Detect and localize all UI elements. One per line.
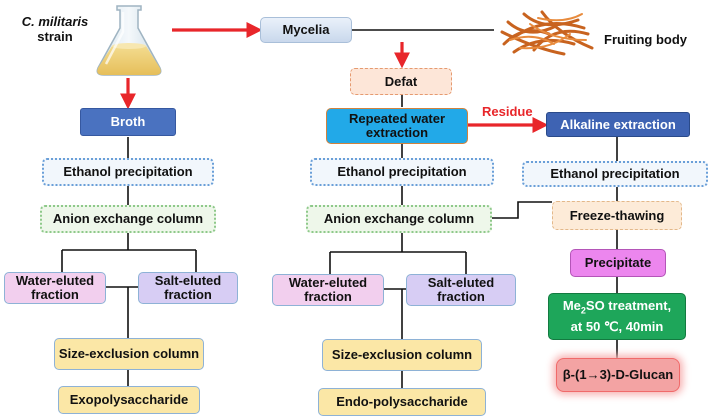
residue-label: Residue	[482, 104, 533, 119]
left-anion-box: Anion exchange column	[40, 205, 216, 233]
fruiting-body-label: Fruiting body	[604, 32, 688, 47]
left-salt-eluted-box: Salt-eluted fraction	[138, 272, 238, 304]
alkaline-box: Alkaline extraction	[546, 112, 690, 137]
strain-label: C. militaris strain	[20, 14, 90, 44]
middle-anion-box: Anion exchange column	[306, 205, 492, 233]
strain-species: C. militaris	[21, 14, 89, 29]
me2so-suffix: SO treatment,	[585, 298, 672, 314]
left-size-exclusion-box: Size-exclusion column	[54, 338, 204, 370]
middle-size-exclusion-box: Size-exclusion column	[322, 339, 482, 371]
precipitate-box: Precipitate	[570, 249, 666, 277]
endo-polysaccharide-box: Endo-polysaccharide	[318, 388, 486, 416]
me2so-sub: 2	[580, 305, 586, 316]
water-extraction-box: Repeated water extraction	[326, 108, 468, 144]
me2so-prefix: Me	[562, 298, 581, 314]
left-ethanol-box: Ethanol precipitation	[42, 158, 214, 186]
me2so-line2: at 50 ℃, 40min	[570, 318, 664, 334]
me2so-box: Me2SO treatment, at 50 ℃, 40min	[548, 293, 686, 340]
fruiting-body-image	[494, 4, 598, 60]
mycelia-box: Mycelia	[260, 17, 352, 43]
middle-ethanol-box: Ethanol precipitation	[310, 158, 494, 186]
right-ethanol-box: Ethanol precipitation	[522, 161, 708, 187]
left-water-eluted-box: Water-eluted fraction	[4, 272, 106, 304]
defat-box: Defat	[350, 68, 452, 95]
middle-salt-eluted-box: Salt-eluted fraction	[406, 274, 516, 306]
freeze-thawing-box: Freeze-thawing	[552, 201, 682, 230]
me2so-line1: Me2SO treatment,	[563, 298, 671, 319]
flask-icon	[96, 5, 162, 76]
middle-water-eluted-box: Water-eluted fraction	[272, 274, 384, 306]
strain-word: strain	[37, 29, 73, 44]
exopolysaccharide-box: Exopolysaccharide	[58, 386, 200, 414]
broth-box: Broth	[80, 108, 176, 136]
glucan-box: β-(1→3)-D-Glucan	[556, 358, 680, 392]
